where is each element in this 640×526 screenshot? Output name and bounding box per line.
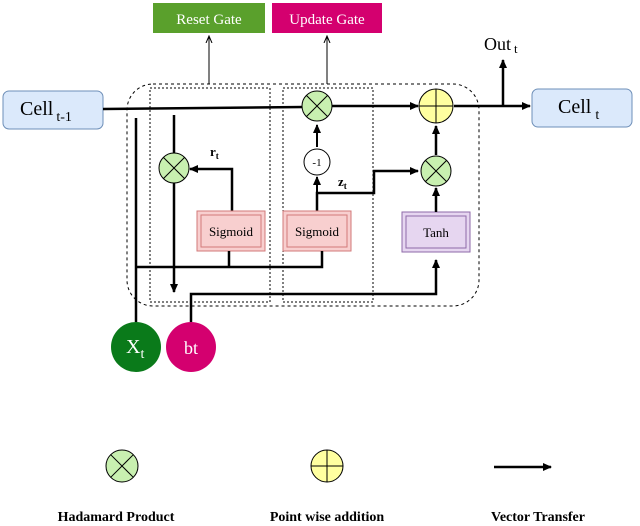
reset-gate-label-box: Reset Gate	[153, 3, 265, 33]
cell-out-label: Cell	[558, 96, 592, 118]
bt-label: bt	[184, 338, 198, 358]
sigmoid-z-label: Sigmoid	[295, 224, 340, 239]
tanh-label: Tanh	[423, 225, 449, 240]
xt-input-circle: Xt	[111, 322, 161, 372]
legend-vector-label: Vector Transfer	[491, 510, 585, 525]
hadamard-update-node	[301, 90, 333, 122]
cell-prev-sub: t-1	[56, 110, 72, 125]
tanh-box: Tanh	[401, 211, 471, 253]
update-gate-label: Update Gate	[289, 12, 365, 28]
legend-addition-label: Point wise addition	[270, 510, 385, 525]
legend: Hadamard Product Point wise addition Vec…	[58, 449, 585, 525]
reset-gate-region	[149, 87, 271, 303]
cell-out-sub: t	[595, 108, 599, 123]
reset-gate-label: Reset Gate	[176, 12, 242, 28]
hadamard-tanh-node	[420, 155, 452, 187]
svg-text:rt: rt	[210, 144, 219, 161]
svg-text:zt: zt	[338, 174, 347, 191]
bt-input-circle: bt	[166, 322, 216, 372]
zt-sub: t	[344, 181, 347, 191]
update-gate-region	[282, 87, 374, 303]
sigmoid-r-box: Sigmoid	[196, 210, 266, 252]
sigmoid-z-box: Sigmoid	[282, 210, 352, 252]
svg-text:Xt: Xt	[126, 336, 144, 362]
legend-addition-icon	[310, 449, 344, 483]
gru-cell-boundary	[126, 83, 480, 307]
rt-label: r	[210, 144, 216, 159]
out-label: Out	[484, 34, 511, 54]
minus-one-circle	[303, 148, 331, 176]
out-sub: t	[514, 41, 518, 56]
rt-sub: t	[216, 151, 219, 161]
update-gate-label-box: Update Gate	[272, 3, 382, 33]
pointwise-addition-node	[418, 88, 454, 124]
hadamard-reset-node	[158, 152, 190, 184]
sigmoid-r-label: Sigmoid	[209, 224, 254, 239]
xt-sub: t	[140, 347, 144, 362]
legend-hadamard-label: Hadamard Product	[58, 510, 175, 525]
minus-one-label: -1	[312, 157, 321, 169]
xt-label: X	[126, 336, 141, 358]
zt-label: z	[338, 174, 344, 189]
legend-hadamard-icon	[105, 449, 139, 483]
cell-prev-label: Cell	[20, 98, 54, 120]
